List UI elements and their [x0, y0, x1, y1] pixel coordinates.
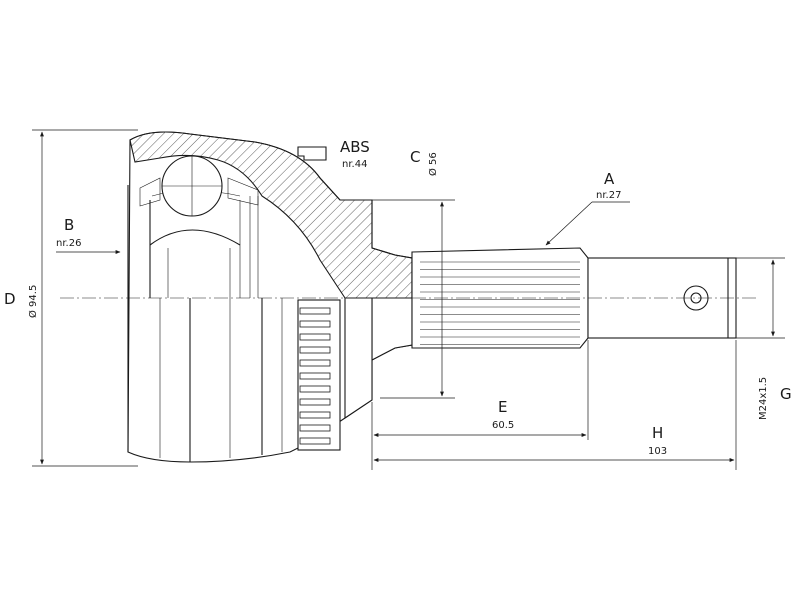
dim-d: D Ø 94.5: [4, 129, 138, 467]
stem: [344, 297, 413, 420]
dim-e: E 60.5: [371, 340, 589, 470]
label-c: C: [410, 148, 420, 166]
abs-tooth: [299, 372, 331, 380]
abs-tooth: [299, 437, 331, 445]
callout-abs: ABS nr.44: [340, 138, 370, 170]
label-abs: ABS: [340, 138, 370, 156]
label-b-sub: nr.26: [56, 238, 81, 249]
label-abs-sub: nr.44: [342, 159, 367, 170]
label-h-dim: 103: [648, 446, 667, 457]
abs-tooth: [299, 307, 331, 315]
abs-tooth: [299, 320, 331, 328]
abs-tooth: [299, 346, 331, 354]
label-c-dim: Ø 56: [427, 152, 439, 176]
label-a-sub: nr.27: [596, 190, 621, 201]
label-g-dim: M24x1.5: [758, 377, 769, 420]
label-e-dim: 60.5: [492, 420, 514, 431]
label-e: E: [498, 398, 507, 416]
abs-tooth: [299, 385, 331, 393]
abs-tooth: [299, 333, 331, 341]
abs-tooth: [299, 424, 331, 432]
label-a: A: [604, 170, 615, 188]
label-h: H: [652, 424, 663, 442]
housing-section-hatch: [129, 131, 413, 299]
dim-g: M24x1.5 G: [736, 257, 792, 420]
label-d: D: [4, 290, 16, 308]
dim-h: H 103: [373, 340, 737, 470]
callout-b: B nr.26: [56, 216, 121, 254]
dim-c: C Ø 56: [372, 148, 455, 399]
label-g: G: [780, 385, 792, 403]
label-d-dim: Ø 94.5: [27, 285, 39, 318]
abs-ring: [297, 299, 341, 451]
abs-notch: [297, 146, 327, 161]
label-b: B: [64, 216, 74, 234]
ball: [161, 155, 223, 217]
abs-tooth: [299, 411, 331, 419]
abs-tooth: [299, 359, 331, 367]
abs-tooth: [299, 398, 331, 406]
callout-a: A nr.27: [545, 170, 630, 246]
